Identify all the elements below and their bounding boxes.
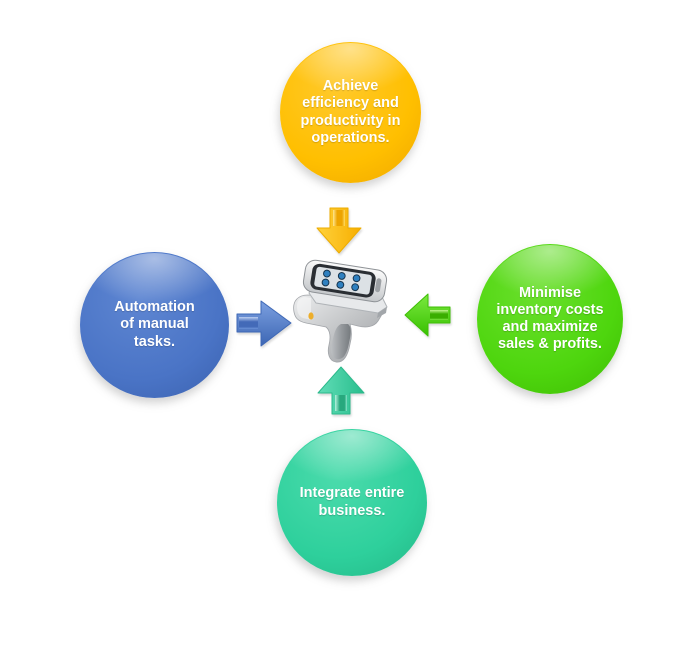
node-label-right: Minimise inventory costs and maximize sa… <box>496 284 604 353</box>
node-label-top: Achieve efficiency and productivity in o… <box>300 78 401 146</box>
arrow-right-icon <box>236 300 292 347</box>
node-circle-bottom: Integrate entire business. <box>277 429 427 576</box>
arrow-left-icon <box>404 293 451 337</box>
node-label-bottom: Integrate entire business. <box>299 485 405 519</box>
node-circle-left: Automation of manual tasks. <box>80 252 229 398</box>
node-label-left: Automation of manual tasks. <box>114 299 195 350</box>
arrow-up-icon <box>317 366 365 415</box>
scanner-image <box>293 259 388 363</box>
arrow-down-icon <box>316 207 362 254</box>
node-circle-top: Achieve efficiency and productivity in o… <box>280 42 421 183</box>
node-circle-right: Minimise inventory costs and maximize sa… <box>477 244 623 394</box>
